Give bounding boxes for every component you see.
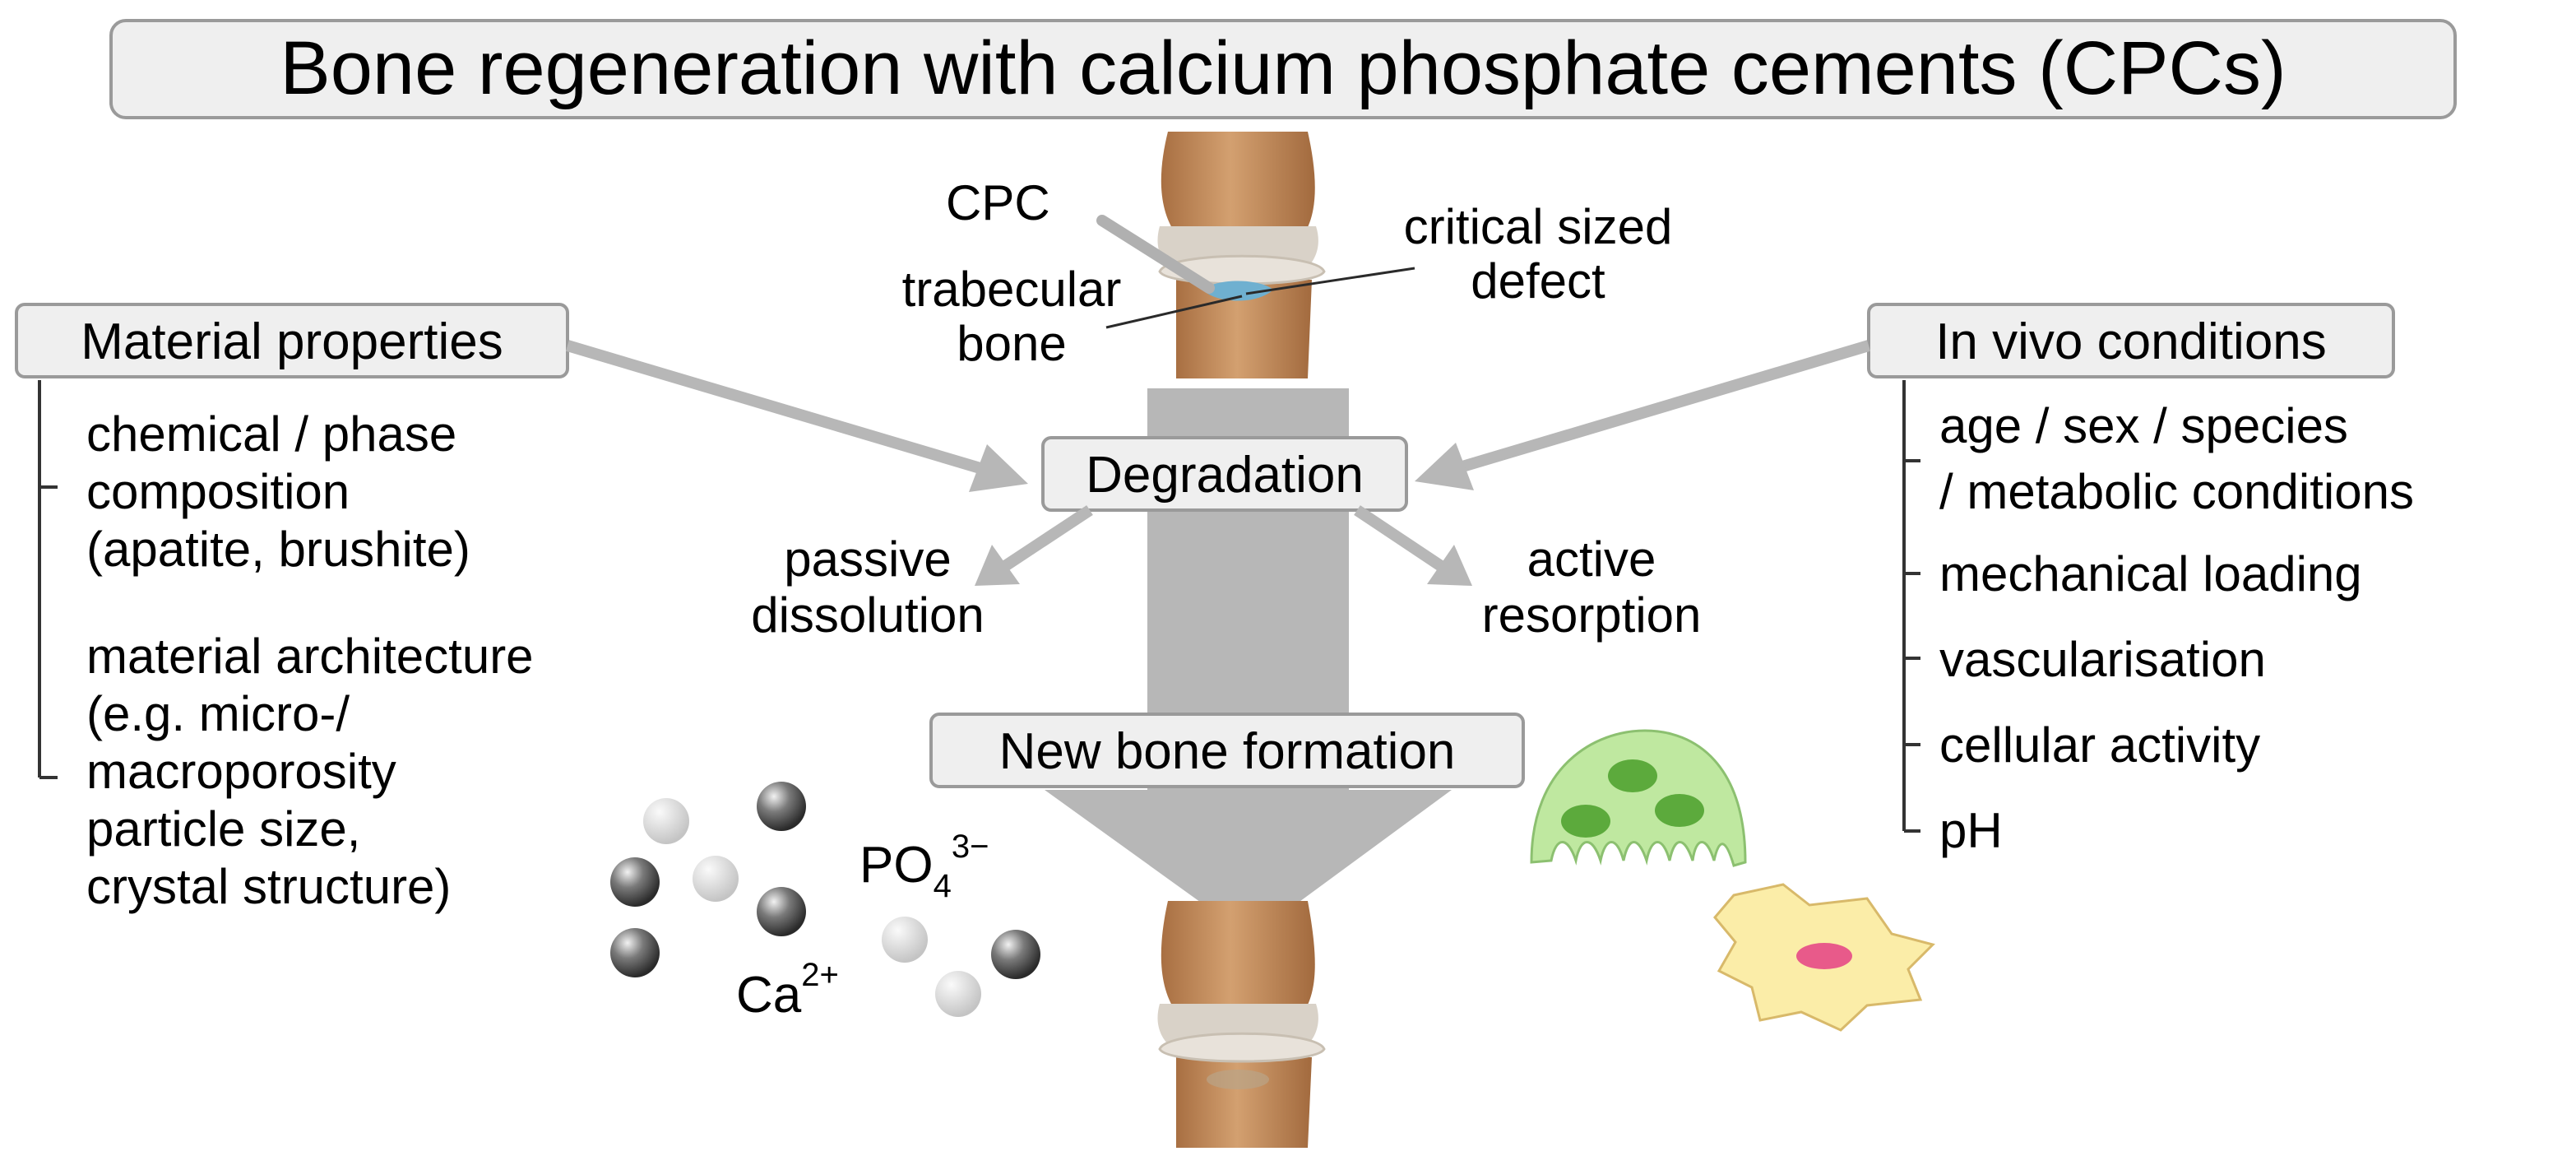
ion-ball	[757, 782, 806, 831]
cpc-label: CPC	[946, 175, 1050, 230]
calcium-ion-label: Ca2+	[736, 957, 839, 1024]
in-vivo-item-3: vascularisation	[1939, 632, 2266, 687]
title-box: Bone regeneration with calcium phosphate…	[109, 19, 2457, 119]
ion-ball	[610, 928, 660, 977]
ion-ball	[935, 971, 981, 1017]
in-vivo-item-1-line-1: age / sex / species	[1939, 398, 2348, 453]
material-item-2-line-3: macroporosity	[86, 744, 396, 799]
ion-ball	[693, 856, 739, 902]
in-vivo-conditions-heading: In vivo conditions	[1935, 313, 2327, 370]
material-item-2-line-1: material architecture	[86, 629, 534, 684]
osteoblast-cell	[1713, 883, 1935, 1032]
arrow-material-to-degradation	[566, 340, 1028, 492]
ion-ball	[882, 917, 928, 963]
cpc-pointer-line	[1096, 215, 1215, 294]
material-item-1-line-1: chemical / phase	[86, 406, 456, 462]
in-vivo-item-1-line-2: / metabolic conditions	[1939, 464, 2414, 519]
trabecular-bone-label-1: trabecular	[902, 262, 1122, 317]
in-vivo-conditions-box: In vivo conditions	[1867, 303, 2395, 378]
ion-ball	[643, 798, 689, 844]
defect-label-1: critical sized	[1404, 199, 1673, 254]
material-item-1-line-3: (apatite, brushite)	[86, 522, 470, 577]
ion-ball	[757, 887, 806, 936]
material-item-2-line-2: (e.g. micro-/	[86, 686, 350, 741]
active-label-1: active	[1527, 532, 1656, 587]
in-vivo-item-4: cellular activity	[1939, 717, 2260, 773]
in-vivo-item-2: mechanical loading	[1939, 546, 2362, 601]
passive-label-2: dissolution	[751, 587, 985, 643]
ion-ball	[991, 930, 1040, 979]
big-down-arrow	[1045, 388, 1452, 938]
material-properties-box: Material properties	[15, 303, 569, 378]
arrow-to-passive-dissolution	[975, 505, 1093, 586]
phosphate-ion-label: PO43−	[859, 829, 989, 904]
knee-joint-top	[1157, 132, 1326, 378]
ion-balls	[610, 782, 1040, 1017]
knee-joint-bottom	[1157, 901, 1326, 1148]
in-vivo-bracket	[1902, 380, 1920, 833]
arrow-to-active-resorption	[1354, 505, 1472, 586]
defect-label-2: defect	[1471, 253, 1605, 309]
material-item-2-line-4: particle size,	[86, 801, 360, 857]
arrow-invivo-to-degradation	[1415, 340, 1870, 490]
active-label-2: resorption	[1482, 587, 1702, 643]
passive-label-1: passive	[784, 532, 951, 587]
material-item-1-line-2: composition	[86, 464, 350, 519]
degradation-label: Degradation	[1086, 447, 1364, 504]
trabecular-bone-label-2: bone	[957, 316, 1066, 371]
degradation-box: Degradation	[1041, 436, 1408, 512]
material-properties-heading: Material properties	[81, 313, 503, 370]
trabecular-pointer-line	[1105, 295, 1243, 329]
cpc-defect	[1202, 281, 1273, 301]
osteoclast-cell	[1530, 729, 1747, 867]
title: Bone regeneration with calcium phosphate…	[280, 26, 2286, 110]
in-vivo-item-5: pH	[1939, 803, 2003, 858]
defect-pointer-line	[1245, 267, 1415, 295]
new-bone-formation-box: New bone formation	[929, 713, 1525, 788]
material-item-2-line-5: crystal structure)	[86, 859, 451, 914]
material-properties-bracket	[38, 380, 58, 779]
new-bone-formation-label: New bone formation	[999, 723, 1456, 780]
ion-ball	[610, 857, 660, 907]
